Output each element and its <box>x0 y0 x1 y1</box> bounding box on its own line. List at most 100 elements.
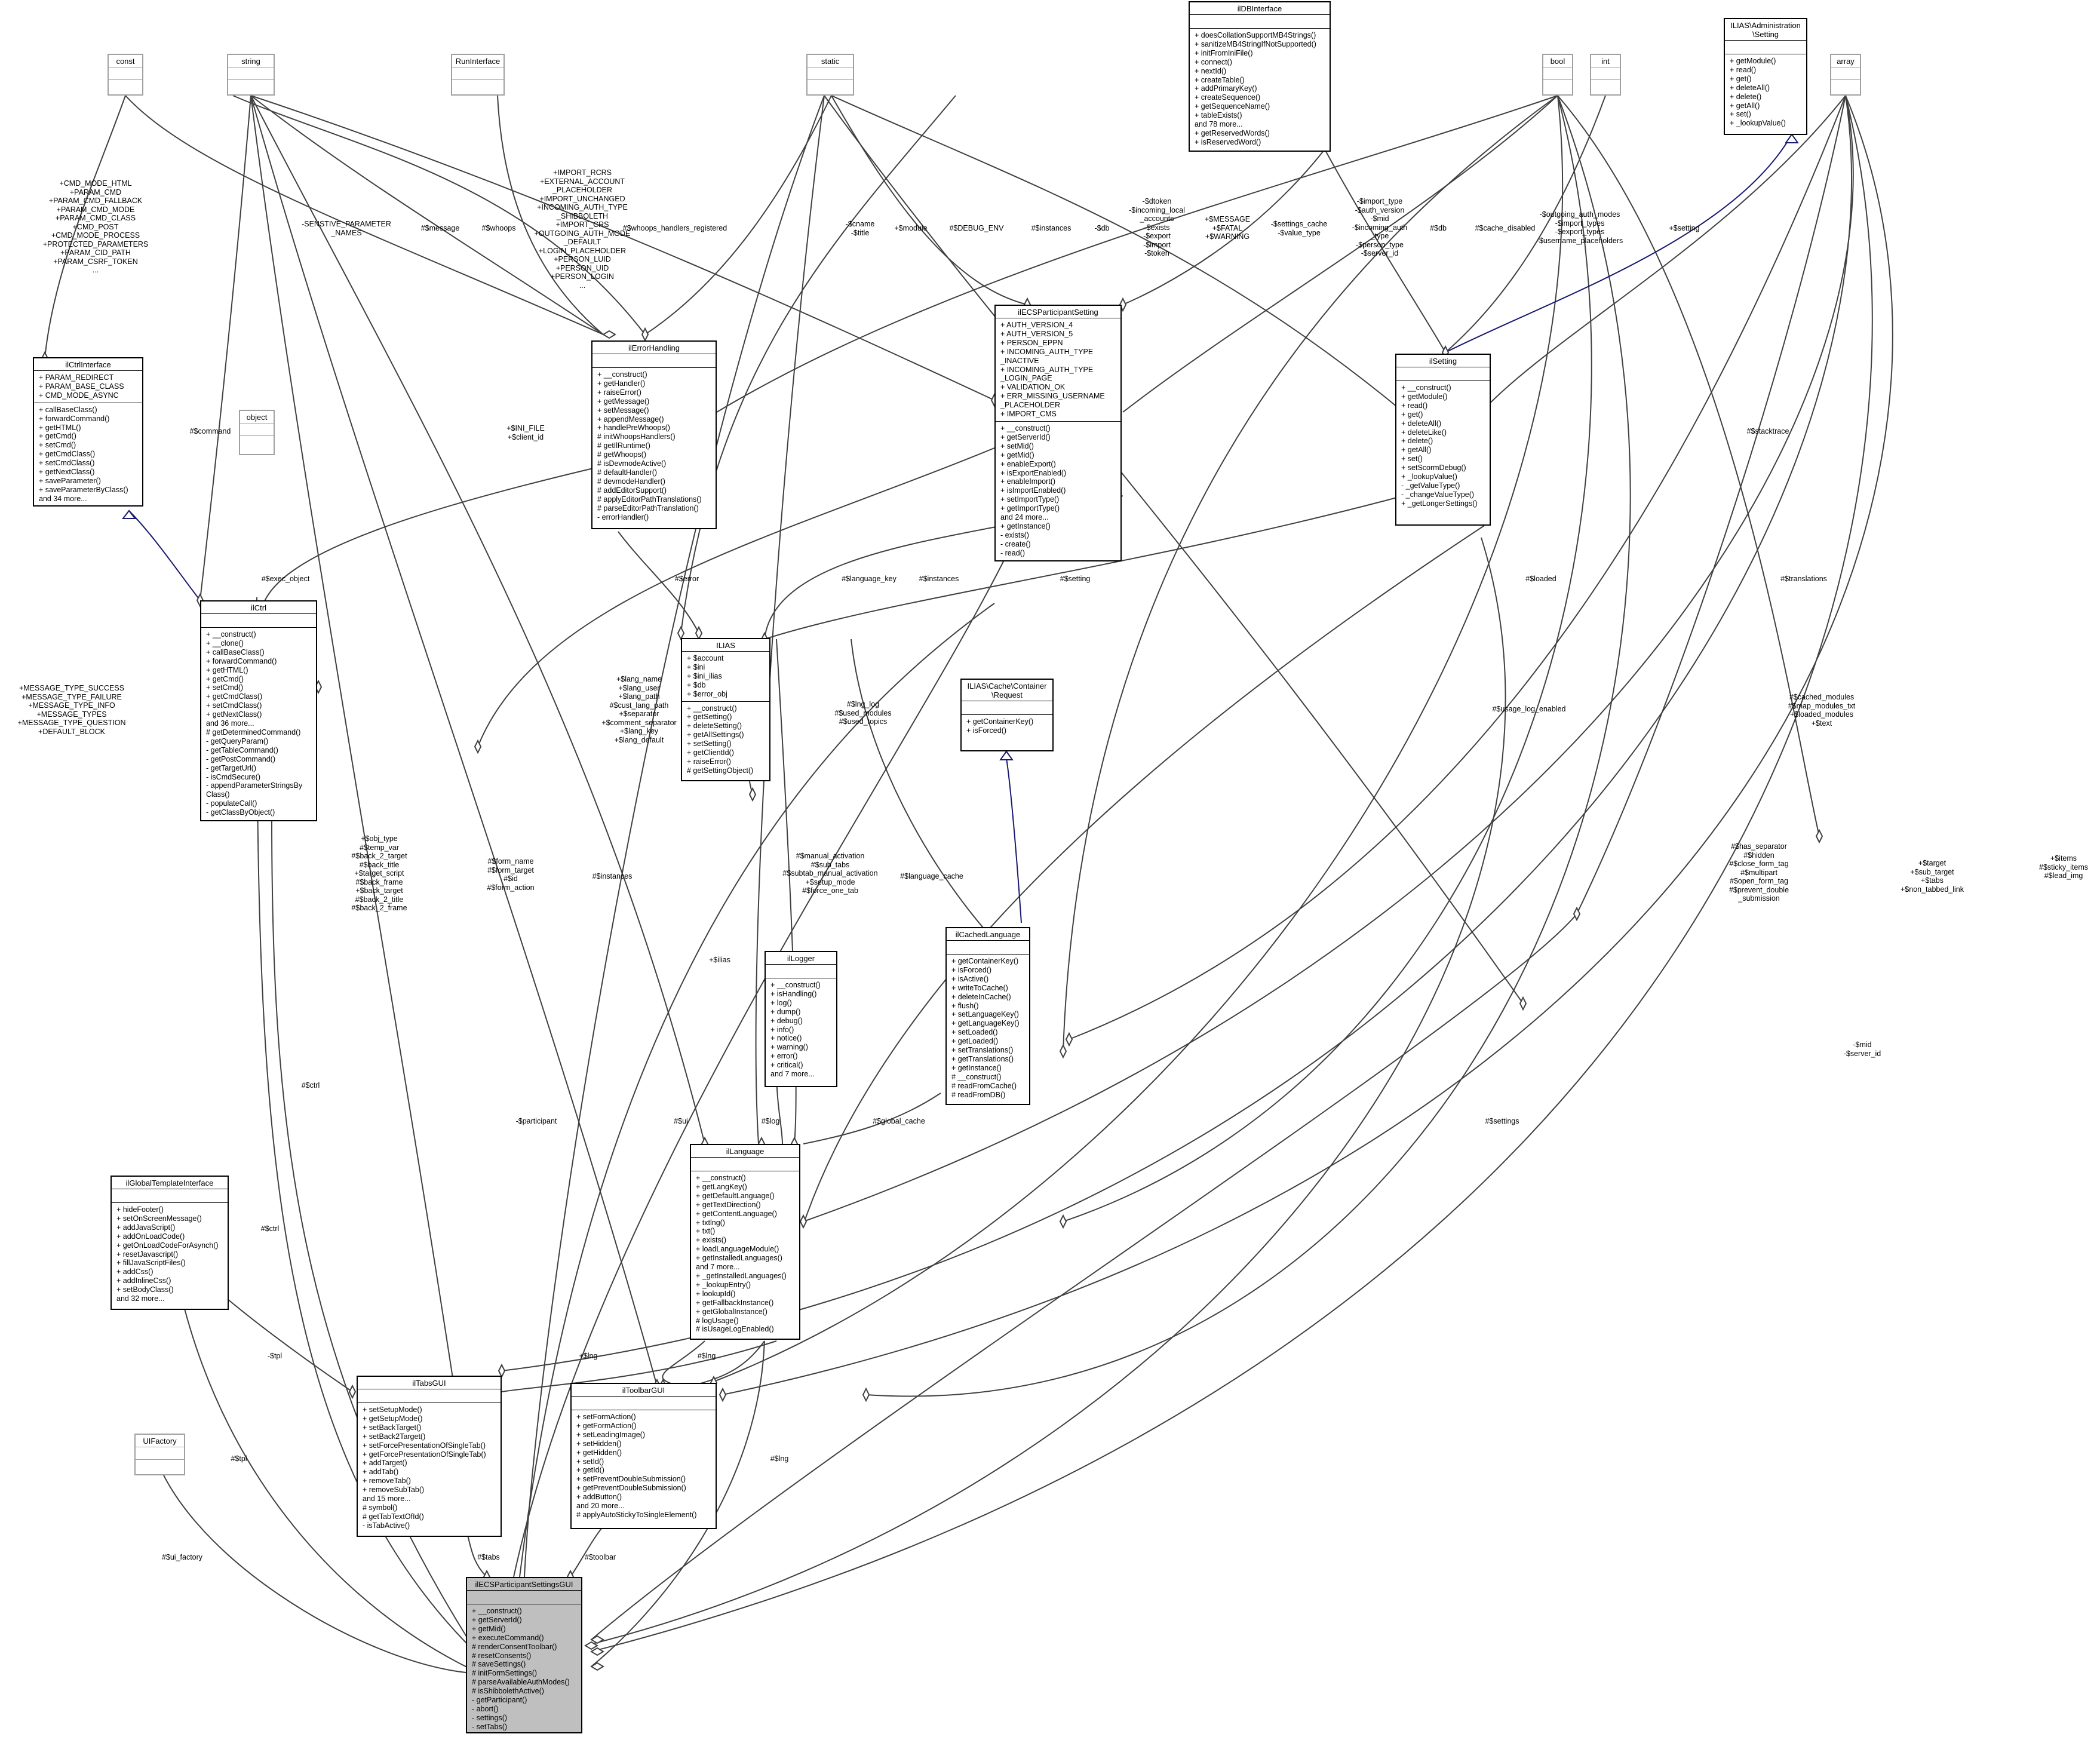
class-title: ilGlobalTemplateInterface <box>125 1179 214 1187</box>
class-box-uifactory[interactable]: UIFactory <box>134 1434 185 1475</box>
class-box-illanguage[interactable]: ilLanguage + __construct()+ getLangKey()… <box>690 1144 800 1340</box>
method: + forwardCommand() <box>206 656 277 665</box>
edge-label: #$lng <box>697 1352 716 1360</box>
attributes-section <box>136 1447 184 1459</box>
class-box-ilglobaltemplateinterface[interactable]: ilGlobalTemplateInterface + hideFooter()… <box>110 1176 229 1310</box>
method: + getCmd() <box>39 432 76 441</box>
class-box-runinterface[interactable]: RunInterface <box>451 54 505 96</box>
inheritance-edge <box>1006 758 1022 923</box>
method: # getTabTextOfId() <box>363 1512 424 1521</box>
class-box-ilsetting[interactable]: ilSetting + __construct()+ getModule()+ … <box>1395 354 1491 526</box>
class-box-iltabsgui[interactable]: ilTabsGUI + setSetupMode()+ getSetupMode… <box>357 1376 502 1537</box>
aggregation-diamond <box>695 625 703 641</box>
method: + setOnScreenMessage() <box>116 1214 202 1223</box>
class-box-ildbinterface[interactable]: ilDBInterface + doesCollationSupportMB4S… <box>1189 1 1331 152</box>
class-box-int[interactable]: int <box>1590 54 1621 96</box>
edge <box>232 95 646 335</box>
class-box-ilecsparticipantsettingsgui[interactable]: ilECSParticipantSettingsGUI + __construc… <box>466 1577 582 1733</box>
class-box-array[interactable]: array <box>1830 54 1861 96</box>
edge-label: -$participant <box>515 1117 557 1125</box>
inheritance-arrowhead <box>121 510 137 519</box>
edge <box>1445 95 1606 353</box>
edge-label: +$ilias <box>709 956 730 964</box>
class-title: ILIAS\Cache\Container \Request <box>967 682 1047 699</box>
class-box-object[interactable]: object <box>239 410 275 455</box>
class-box-iltoolbargui[interactable]: ilToolbarGUI + setFormAction()+ getFormA… <box>570 1383 717 1529</box>
method: + setCmd() <box>206 683 244 692</box>
method: # applyAutoStickyToSingleElement() <box>576 1510 697 1519</box>
method: + getInstance() <box>1000 521 1051 530</box>
class-title: ilCtrl <box>251 603 266 612</box>
class-title: int <box>1601 57 1610 66</box>
class-box-ilias[interactable]: ILIAS + $account+ $ini+ $ini_ilias+ $db+… <box>681 638 770 781</box>
methods-section: + __construct()+ getLangKey()+ getDefaul… <box>691 1171 799 1336</box>
method: + enableImport() <box>1000 477 1056 486</box>
class-title: ilLogger <box>787 954 815 963</box>
attribute: + INCOMING_AUTH_TYPE _INACTIVE <box>1000 347 1094 365</box>
method: - getPostCommand() <box>206 754 276 763</box>
attributes-section <box>1725 40 1806 54</box>
method: + getReservedWords() <box>1195 128 1270 137</box>
methods-section <box>1591 79 1620 92</box>
method: # getWhoops() <box>597 450 646 459</box>
class-box-ilias-cache-container-request[interactable]: ILIAS\Cache\Container \Request + getCont… <box>960 679 1054 751</box>
method: + deleteSetting() <box>687 722 742 731</box>
method: - abort() <box>472 1704 499 1713</box>
aggregation-diamond <box>584 1641 598 1650</box>
edge <box>865 95 1631 1397</box>
method: + forwardCommand() <box>39 414 110 423</box>
edge <box>824 95 1524 1004</box>
edge-label: +$module <box>894 224 928 232</box>
aggregation-diamond <box>348 1384 357 1400</box>
edge-label: -$mid -$server_id <box>1843 1041 1881 1058</box>
method: + getContentLanguage() <box>696 1209 777 1218</box>
class-title: ilLanguage <box>726 1147 765 1156</box>
method: + isExportEnabled() <box>1000 468 1067 477</box>
class-box-ilecsparticipantsetting[interactable]: ilECSParticipantSetting + AUTH_VERSION_4… <box>994 305 1122 561</box>
method: + __construct() <box>472 1607 522 1615</box>
edge-label: #$global_cache <box>873 1117 925 1125</box>
class-box-static[interactable]: static <box>806 54 854 96</box>
methods-section: + callBaseClass()+ forwardCommand()+ get… <box>34 402 142 506</box>
method: + isHandling() <box>770 989 817 998</box>
class-box-ilerrorhandling[interactable]: ilErrorHandling + __construct()+ getHand… <box>591 340 717 529</box>
aggregation-diamond <box>602 330 616 339</box>
attribute: + AUTH_VERSION_5 <box>1000 329 1073 338</box>
class-box-ilctrl[interactable]: ilCtrl + __construct()+ __clone()+ callB… <box>200 600 317 821</box>
method: + appendMessage() <box>597 415 664 423</box>
aggregation-diamond <box>748 787 757 802</box>
class-box-illogger[interactable]: ilLogger + __construct()+ isHandling()+ … <box>765 951 837 1087</box>
method: + setBack2Target() <box>363 1432 426 1441</box>
class-box-bool[interactable]: bool <box>1542 54 1573 96</box>
method: + getMid() <box>472 1624 506 1633</box>
edge <box>513 555 1007 1578</box>
method: + tableExists() <box>1195 111 1242 120</box>
edge <box>501 95 1852 1371</box>
class-box-ilias-administration-setting[interactable]: ILIAS\Administration \Setting + getModul… <box>1724 18 1807 135</box>
edge-label: #$whoops_handlers_registered <box>622 224 727 232</box>
aggregation-diamond <box>1815 828 1823 844</box>
edge-label: +IMPORT_RCRS +EXTERNAL_ACCOUNT _PLACEHOL… <box>534 168 631 290</box>
aggregation-diamond <box>641 327 649 342</box>
method: + setLanguageKey() <box>951 1010 1019 1019</box>
class-box-ilcachedlanguage[interactable]: ilCachedLanguage + getContainerKey()+ is… <box>945 927 1030 1105</box>
edge-label: #$instances <box>1031 224 1072 232</box>
class-box-ilctrlinterface[interactable]: ilCtrlInterface + PARAM_REDIRECT+ PARAM_… <box>33 357 143 507</box>
method: + raiseError() <box>687 757 731 766</box>
class-box-string[interactable]: string <box>227 54 275 96</box>
attributes-section <box>358 1389 501 1403</box>
method: - _getValueType() <box>1401 481 1460 490</box>
method: + getServerId() <box>1000 432 1051 441</box>
class-box-const[interactable]: const <box>108 54 143 96</box>
class-title: RunInterface <box>455 57 501 66</box>
method: + __construct() <box>1401 383 1451 392</box>
attribute: + IMPORT_CMS <box>1000 410 1057 419</box>
methods-section: + hideFooter()+ setOnScreenMessage()+ ad… <box>112 1202 228 1306</box>
method: + getInstalledLanguages() <box>696 1254 782 1263</box>
method: + get() <box>1401 410 1423 419</box>
class-title: ilCachedLanguage <box>955 930 1021 939</box>
method: + __construct() <box>597 370 647 379</box>
attribute: + INCOMING_AUTH_TYPE _LOGIN_PAGE <box>1000 365 1094 383</box>
edge-label: -$import_type -$auth_version -$mid -$inc… <box>1352 197 1408 257</box>
